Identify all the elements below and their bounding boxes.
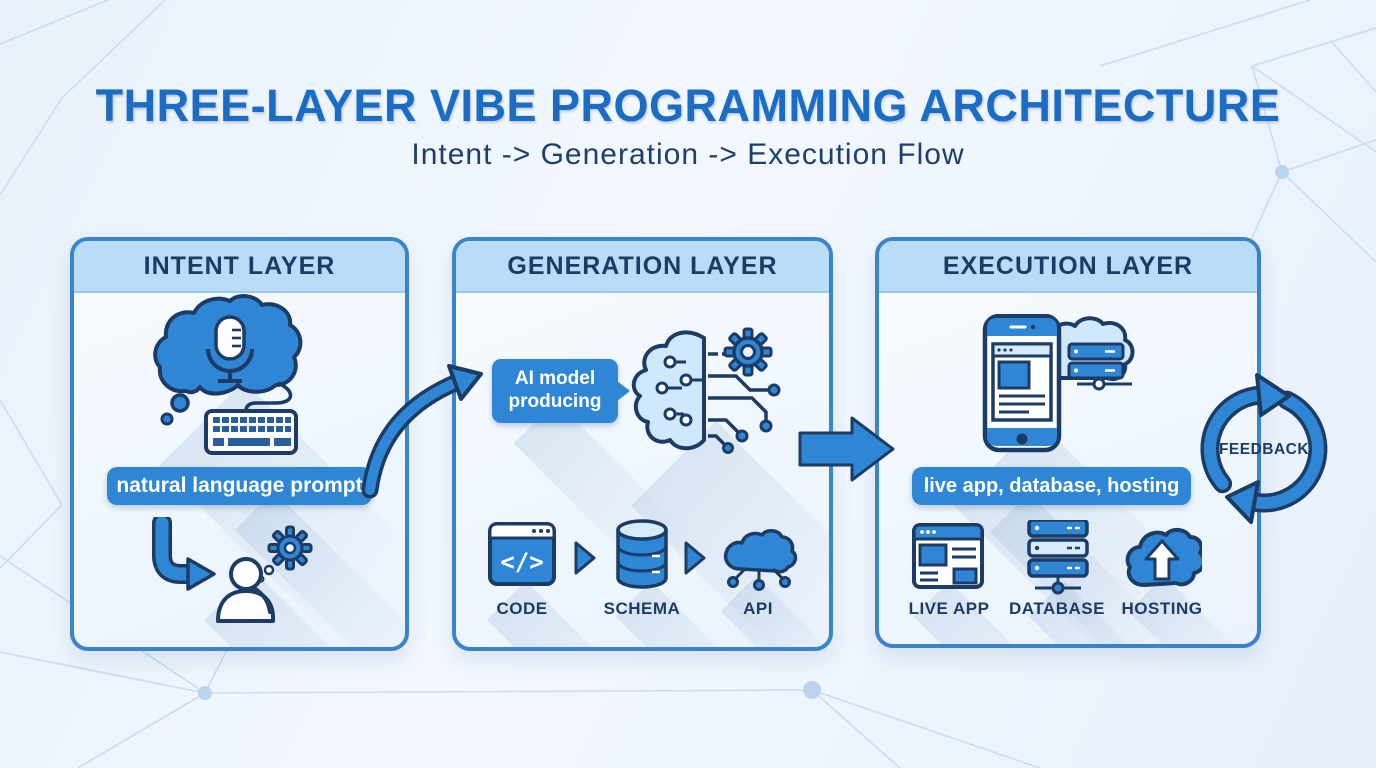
schema-label: SCHEMA [603,599,681,618]
smartphone-cloud-server-icon [982,314,1135,453]
svg-text:</>: </> [500,548,543,576]
generation-layer-panel: GENERATION LAYER AI model producing [452,237,833,651]
thinking-person-gear-icon [216,525,313,623]
browser-window-icon [912,523,984,589]
natural-language-prompt-pill: natural language prompt [107,467,372,505]
hosting-label: HOSTING [1121,599,1203,618]
curved-arrow-intent-to-generation [361,364,483,499]
cloud-upload-icon [1125,528,1202,587]
code-label: CODE [496,599,548,618]
intent-layer-header: INTENT LAYER [74,241,405,293]
intent-layer-panel: INTENT LAYER natural language pro [70,237,409,651]
page-subtitle: Intent -> Generation -> Execution Flow [411,138,965,171]
database-cylinder-icon [616,519,668,589]
chevron-right-icon [574,541,596,575]
server-stack-icon [1027,520,1089,595]
keyboard-icon [204,409,298,455]
database-label: DATABASE [1009,599,1105,618]
chevron-right-icon [684,541,706,575]
generation-layer-header: GENERATION LAYER [456,241,829,293]
cloud-api-icon [723,529,798,591]
ai-model-producing-bubble: AI model producing [492,359,630,423]
live-app-database-hosting-pill: live app, database, hosting [912,467,1191,505]
feedback-label: FEEDBACK [1218,441,1310,458]
brain-circuit-gear-icon [631,327,781,454]
page-title: THREE-LAYER VIBE PROGRAMMING ARCHITECTUR… [95,80,1281,131]
live-app-label: LIVE APP [908,599,990,618]
code-window-icon: </> [488,522,556,586]
execution-layer-header: EXECUTION LAYER [879,241,1257,293]
execution-layer-panel: EXECUTION LAYER live app, database, hos [875,237,1261,648]
feedback-loop-icon [1200,373,1328,524]
thought-cloud-mic-icon [153,294,303,455]
api-label: API [743,599,773,618]
straight-arrow-generation-to-execution [798,416,895,482]
down-right-arrow-icon [152,517,216,591]
